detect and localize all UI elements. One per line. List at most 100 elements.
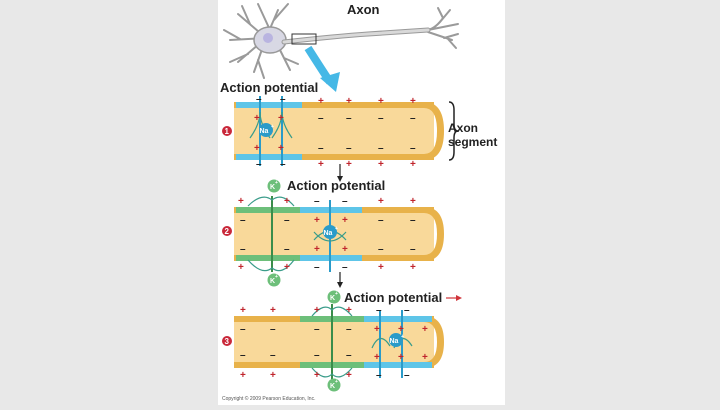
svg-text:+: + xyxy=(278,113,284,124)
svg-text:–: – xyxy=(314,324,320,335)
svg-text:+: + xyxy=(422,352,428,363)
svg-text:+: + xyxy=(398,352,404,363)
svg-text:+: + xyxy=(314,215,320,226)
svg-text:–: – xyxy=(410,244,416,255)
svg-text:+: + xyxy=(342,244,348,255)
svg-text:3: 3 xyxy=(225,337,230,346)
svg-text:+: + xyxy=(314,244,320,255)
svg-text:+: + xyxy=(314,370,320,381)
svg-text:–: – xyxy=(314,196,320,207)
svg-text:–: – xyxy=(410,113,416,124)
svg-text:–: – xyxy=(240,215,246,226)
svg-text:+: + xyxy=(314,305,320,316)
action-potential-label-3: Action potential xyxy=(344,290,443,305)
magnify-arrow-head xyxy=(320,72,340,92)
svg-text:K: K xyxy=(270,184,275,191)
svg-text:+: + xyxy=(401,334,404,340)
svg-text:+: + xyxy=(378,196,384,207)
svg-text:–: – xyxy=(280,159,286,170)
svg-text:+: + xyxy=(284,262,290,273)
action-potential-label-1: Action potential xyxy=(220,80,319,95)
svg-text:+: + xyxy=(346,96,352,107)
svg-text:+: + xyxy=(318,96,324,107)
svg-text:+: + xyxy=(318,159,324,170)
svg-text:–: – xyxy=(346,350,352,361)
svg-text:–: – xyxy=(378,113,384,124)
svg-text:–: – xyxy=(346,143,352,154)
svg-text:–: – xyxy=(346,113,352,124)
svg-text:Na: Na xyxy=(324,230,333,237)
svg-text:+: + xyxy=(335,226,338,232)
svg-text:–: – xyxy=(410,215,416,226)
svg-text:+: + xyxy=(410,262,416,273)
panel-3: K + K + Na + ++++ ++++ +++ +++ –– –– –––… xyxy=(222,290,462,392)
axon-segment-label-line1: Axon xyxy=(448,121,478,135)
svg-text:Na: Na xyxy=(390,338,399,345)
svg-text:–: – xyxy=(378,244,384,255)
svg-text:K: K xyxy=(330,383,335,390)
svg-text:–: – xyxy=(256,94,262,105)
svg-text:+: + xyxy=(378,159,384,170)
svg-text:+: + xyxy=(271,124,274,130)
svg-text:–: – xyxy=(342,196,348,207)
axon-segment-label-line2: segment xyxy=(448,135,498,149)
svg-text:–: – xyxy=(284,215,290,226)
svg-text:–: – xyxy=(240,350,246,361)
svg-text:+: + xyxy=(335,291,338,297)
svg-text:+: + xyxy=(346,370,352,381)
svg-text:–: – xyxy=(314,262,320,273)
svg-text:–: – xyxy=(270,324,276,335)
svg-text:–: – xyxy=(378,215,384,226)
svg-text:–: – xyxy=(280,94,286,105)
svg-text:–: – xyxy=(270,350,276,361)
svg-text:–: – xyxy=(404,370,410,381)
svg-text:–: – xyxy=(240,244,246,255)
svg-text:+: + xyxy=(410,196,416,207)
panel-2: K + K + Na + ++++ ++++ ++ ++ –– –– –––– xyxy=(222,179,444,287)
svg-text:–: – xyxy=(318,143,324,154)
copyright-notice: Copyright © 2009 Pearson Education, Inc. xyxy=(222,396,316,402)
svg-text:+: + xyxy=(278,143,284,154)
svg-text:–: – xyxy=(256,159,262,170)
svg-text:+: + xyxy=(398,324,404,335)
svg-text:+: + xyxy=(254,143,260,154)
svg-text:+: + xyxy=(378,262,384,273)
svg-text:+: + xyxy=(346,159,352,170)
svg-text:+: + xyxy=(275,180,278,186)
svg-text:+: + xyxy=(374,352,380,363)
panel-1: Na + ++++ ++++ ++ ++ –– –– –––– –––– 1 xyxy=(222,94,459,170)
svg-text:+: + xyxy=(240,305,246,316)
svg-text:–: – xyxy=(376,370,382,381)
svg-text:–: – xyxy=(318,113,324,124)
svg-text:+: + xyxy=(275,274,278,280)
svg-text:K: K xyxy=(330,295,335,302)
action-potential-figure: Na + + + + + + + + + + + + + – – – – – – – – – – – – 1 xyxy=(218,0,505,405)
figure-svg: Na + + + + + + + + + + + + + – – – – – – – – – – – – 1 xyxy=(222,3,462,392)
svg-text:+: + xyxy=(410,159,416,170)
svg-text:+: + xyxy=(378,96,384,107)
svg-text:+: + xyxy=(238,262,244,273)
svg-text:–: – xyxy=(314,350,320,361)
svg-text:–: – xyxy=(404,305,410,316)
svg-text:+: + xyxy=(374,324,380,335)
svg-text:+: + xyxy=(410,96,416,107)
neuron-illustration xyxy=(223,3,459,79)
svg-text:–: – xyxy=(240,324,246,335)
svg-text:+: + xyxy=(346,305,352,316)
svg-text:2: 2 xyxy=(225,227,230,236)
axon-label: Axon xyxy=(347,2,380,17)
svg-text:1: 1 xyxy=(225,127,230,136)
svg-text:+: + xyxy=(240,370,246,381)
action-potential-label-2: Action potential xyxy=(287,178,386,193)
svg-text:+: + xyxy=(342,215,348,226)
svg-text:+: + xyxy=(335,379,338,385)
svg-text:K: K xyxy=(270,278,275,285)
svg-text:+: + xyxy=(254,113,260,124)
svg-text:Na: Na xyxy=(260,128,269,135)
svg-text:+: + xyxy=(270,305,276,316)
svg-text:+: + xyxy=(422,324,428,335)
svg-text:+: + xyxy=(284,196,290,207)
svg-text:+: + xyxy=(270,370,276,381)
svg-text:–: – xyxy=(346,324,352,335)
